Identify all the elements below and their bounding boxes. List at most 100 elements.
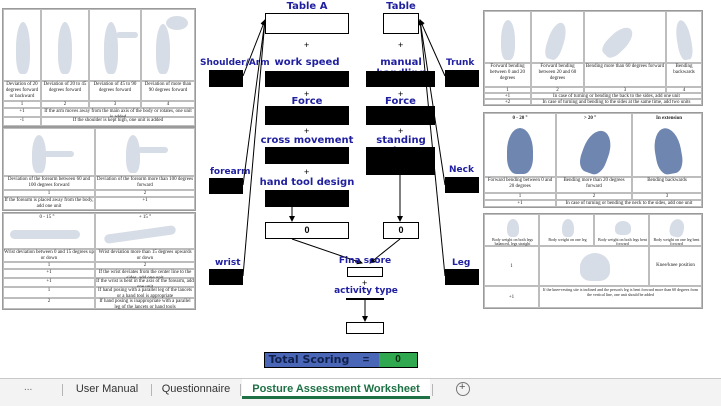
neck-score-2: 2 [556, 193, 632, 200]
sheet-tab-bar: ... User Manual Questionnaire Posture As… [0, 378, 721, 406]
trunk-score-3: 3 [584, 87, 666, 93]
trunk-image-3 [584, 11, 666, 63]
forearm-header-1: Deviation of the forearm between 60 and … [3, 176, 95, 190]
trunk-score-1: 1 [484, 87, 531, 93]
wrist-row-score: +1 [3, 269, 95, 278]
neck-image-2: > 20 ° [556, 113, 632, 178]
table-b-result-box[interactable] [383, 13, 419, 34]
wrist-image-1: 0 - 15 ° [3, 213, 95, 249]
leg-label: Leg [452, 258, 471, 268]
forearm-row-text: If the forearm is placed away from the b… [3, 197, 95, 210]
leg-score-box[interactable] [445, 269, 479, 285]
table-b-sum-box[interactable]: 0 [383, 222, 419, 239]
plus-sign: + [304, 126, 310, 136]
wrist-score-box[interactable] [209, 269, 243, 285]
tab-questionnaire[interactable]: Questionnaire [161, 383, 231, 395]
leg-image-2: Body weight on one leg [539, 214, 594, 246]
force-b-box[interactable] [366, 106, 435, 125]
final-score-box[interactable] [347, 267, 383, 277]
final-score-label: Fina score [338, 256, 392, 266]
manual-handling-box[interactable] [366, 71, 435, 87]
trunk-header-2: Forward bending between 20 and 60 degree… [531, 63, 584, 87]
trunk-table: Forward bending between 0 and 20 degrees… [483, 10, 703, 106]
work-speed-label: work speed [274, 57, 340, 68]
neck-header-3: Bending backwards [632, 177, 702, 193]
shoulder-arm-label: Shoulder/Arm [200, 58, 270, 68]
trunk-row-score: +1 [484, 93, 531, 99]
table-a-result-box[interactable] [265, 13, 349, 34]
trunk-row-text: In case of turning or bending the back t… [531, 93, 702, 99]
wrist-row-text: If hand posing is inappropriate with a p… [95, 298, 195, 310]
leg-row3-score: +1 [484, 286, 539, 308]
work-speed-box[interactable] [265, 71, 349, 87]
cross-movement-label: cross movement [260, 135, 354, 146]
total-scoring-bar: Total Scoring = 0 [264, 352, 418, 368]
trunk-label: Trunk [446, 58, 475, 68]
wrist-table: 0 - 15 ° + 15 ° Wrist deviation between … [2, 212, 196, 310]
leg-image-4: Body weight on one leg bent forward [649, 214, 702, 246]
tab-user-manual[interactable]: User Manual [75, 383, 139, 395]
trunk-header-4: Bending backwards [666, 63, 702, 87]
table-b-sum-value: 0 [398, 225, 404, 235]
leg-caption-3: Body weight on both legs bent forward [598, 237, 647, 246]
force-a-label: Force [291, 96, 323, 107]
leg-image-1: Body weight on both legs balanced, legs … [484, 214, 539, 246]
shoulder-score-4: 4 [141, 101, 195, 108]
shoulder-row-score: +1 [3, 108, 41, 117]
shoulder-header-2: Deviation of 20 to 45 degrees forward [41, 81, 89, 101]
plus-sign: + [398, 40, 404, 50]
shoulder-header-4: Deviation of more than 90 degrees forwar… [141, 81, 195, 101]
force-a-box[interactable] [265, 106, 349, 125]
forearm-table: Deviation of the forearm between 60 and … [2, 127, 196, 211]
shoulder-image-3 [89, 9, 141, 81]
neck-score-box[interactable] [445, 177, 479, 193]
neck-angle-b: > 20 ° [583, 116, 597, 121]
plus-sign: + [304, 89, 310, 99]
plus-sign: + [304, 167, 310, 177]
wrist-row-score: 1 [3, 287, 95, 298]
wrist-header-1: Wrist deviation between 0 and 15 degrees… [3, 249, 95, 262]
table-a-sum-box[interactable]: 0 [265, 222, 349, 239]
total-scoring-value: 0 [379, 353, 417, 367]
wrist-score-1: 1 [3, 262, 95, 269]
leg-row2-score: 1 [484, 246, 539, 286]
forearm-image-2 [95, 128, 195, 176]
shoulder-score-2: 2 [41, 101, 89, 108]
shoulder-arm-score-box[interactable] [209, 70, 243, 87]
forearm-row-score: +1 [95, 197, 195, 210]
table-a-sum-value: 0 [304, 225, 310, 235]
wrist-image-2: + 15 ° [95, 213, 195, 249]
hand-tool-design-box[interactable] [265, 190, 349, 207]
wrist-label: wrist [215, 258, 241, 268]
standing-time-box[interactable] [366, 147, 435, 175]
activity-type-label: activity type [334, 286, 398, 296]
table-a-title: Table A [286, 1, 328, 12]
hand-tool-design-label: hand tool design [259, 177, 355, 188]
trunk-image-4 [666, 11, 702, 63]
add-sheet-button[interactable]: + [456, 381, 470, 396]
neck-header-2: Bending more than 20 degrees forward [556, 177, 632, 193]
force-b-label: Force [385, 96, 416, 107]
leg-kneel-image [539, 246, 649, 286]
cross-movement-box[interactable] [265, 147, 349, 164]
trunk-score-4: 4 [666, 87, 702, 93]
forearm-header-2: Deviation of the forearm more than 100 d… [95, 176, 195, 190]
shoulder-arm-table: Deviation of 20 degrees forward or backw… [2, 8, 196, 127]
neck-table: 0 - 20 ° > 20 ° In extension Forward ben… [483, 112, 703, 208]
forearm-score-box[interactable] [209, 178, 243, 194]
trunk-score-box[interactable] [445, 70, 479, 87]
tab-scroll-dots[interactable]: ... [24, 382, 33, 393]
forearm-image-1 [3, 128, 95, 176]
wrist-row-score: +1 [3, 278, 95, 287]
neck-image-3: In extension [632, 113, 702, 177]
trunk-header-1: Forward bending between 0 and 20 degrees [484, 63, 531, 87]
plus-sign: + [398, 89, 404, 99]
trunk-image-1 [484, 11, 531, 63]
tab-posture-assessment-worksheet[interactable]: Posture Assessment Worksheet [242, 379, 430, 399]
activity-type-box[interactable] [346, 298, 384, 300]
activity-result-box[interactable] [346, 322, 384, 334]
shoulder-row-text: If the shoulder is kept high, one unit i… [41, 117, 195, 126]
neck-score-3: 3 [632, 193, 702, 200]
plus-icon: + [459, 381, 466, 393]
neck-angle-c: In extension [656, 116, 682, 121]
